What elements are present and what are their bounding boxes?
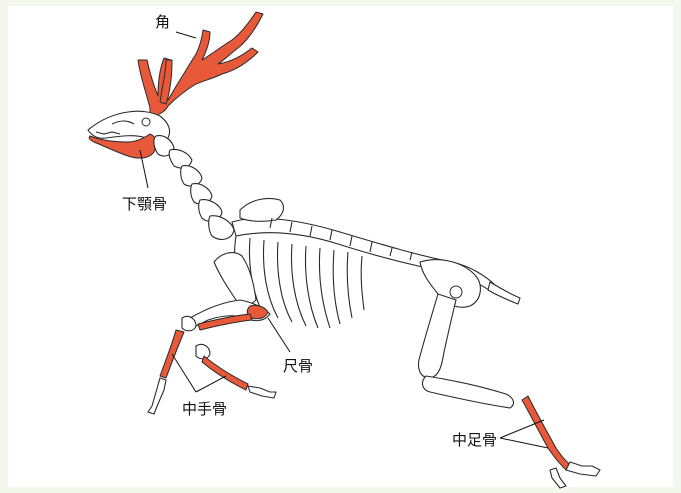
mandible-label: 下顎骨 (122, 197, 167, 212)
hind-leg-upper (418, 294, 513, 408)
metacarpal-label: 中手骨 (182, 402, 227, 417)
tail (488, 282, 520, 304)
ulna-label: 尺骨 (283, 359, 313, 374)
metatarsal-bone (522, 396, 572, 470)
metatarsal-label: 中足骨 (452, 433, 497, 448)
antler-label: 角 (155, 15, 170, 30)
cervical-vertebrae (154, 136, 234, 240)
antler-leader-line (176, 32, 196, 38)
hind-hoof (550, 462, 600, 488)
metacarpal-bone (160, 330, 248, 390)
ulna-leader-line (268, 318, 290, 352)
